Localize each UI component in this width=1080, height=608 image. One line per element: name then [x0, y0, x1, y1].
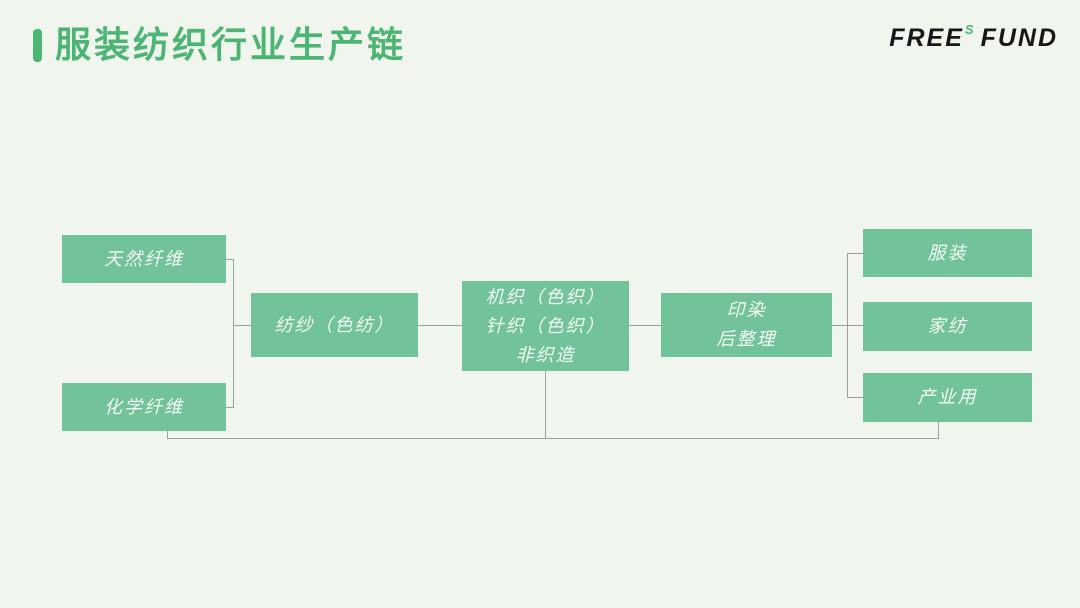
- connector-fiber-merge-vertical: [233, 259, 234, 408]
- connector-bottom-bus-left-jog: [167, 431, 168, 438]
- logo-superscript-s: S: [964, 22, 974, 37]
- node-chemical-fiber-label: 化学纤维: [104, 396, 184, 417]
- connector-industrial-stub: [847, 397, 863, 398]
- node-spinning: 纺纱（色纺）: [251, 293, 418, 357]
- node-spinning-label: 纺纱（色纺）: [274, 314, 395, 335]
- node-home-textile-label: 家纺: [927, 316, 968, 336]
- connector-home-textile-stub: [847, 325, 863, 326]
- connector-fabric-bottom-drop: [545, 371, 546, 438]
- logo-word-fund: FUND: [980, 24, 1058, 52]
- connector-natural-fiber-stub: [226, 259, 233, 260]
- frees-fund-logo: FREES FUND: [889, 22, 1058, 53]
- connector-bottom-bus: [167, 438, 939, 439]
- page-title: 服装纺织行业生产链: [33, 24, 406, 66]
- connector-dyeing-to-enduses: [832, 325, 847, 326]
- connector-spinning-to-fabric: [418, 325, 462, 326]
- node-fabric-forming: 机织（色织） 针织（色织） 非织造: [462, 281, 629, 371]
- node-natural-fiber: 天然纤维: [62, 235, 226, 283]
- logo-word-free: FREE: [889, 24, 964, 52]
- node-home-textile: 家纺: [863, 302, 1032, 351]
- node-fabric-line-nonwoven: 非织造: [515, 344, 576, 365]
- node-dyeing-line-finishing: 后整理: [716, 329, 777, 349]
- connector-fabric-to-dyeing: [629, 325, 661, 326]
- page-title-text: 服装纺织行业生产链: [55, 24, 407, 65]
- node-fabric-line-knitting: 针织（色织）: [485, 315, 606, 336]
- node-industrial-use: 产业用: [863, 373, 1032, 422]
- connector-bottom-bus-right-jog: [938, 422, 939, 438]
- title-accent-bar: [33, 28, 42, 62]
- node-chemical-fiber: 化学纤维: [62, 383, 226, 431]
- node-dyeing-finishing: 印染 后整理: [661, 293, 832, 357]
- node-fabric-line-weaving: 机织（色织）: [485, 286, 606, 307]
- node-natural-fiber-label: 天然纤维: [104, 248, 184, 269]
- connector-clothing-stub: [847, 253, 863, 254]
- node-clothing-label: 服装: [927, 242, 968, 263]
- node-dyeing-line-printing: 印染: [726, 300, 767, 320]
- node-clothing: 服装: [863, 229, 1032, 277]
- node-industrial-use-label: 产业用: [917, 387, 978, 407]
- connector-chemical-fiber-stub: [226, 407, 233, 408]
- connector-fiber-to-spinning: [233, 325, 251, 326]
